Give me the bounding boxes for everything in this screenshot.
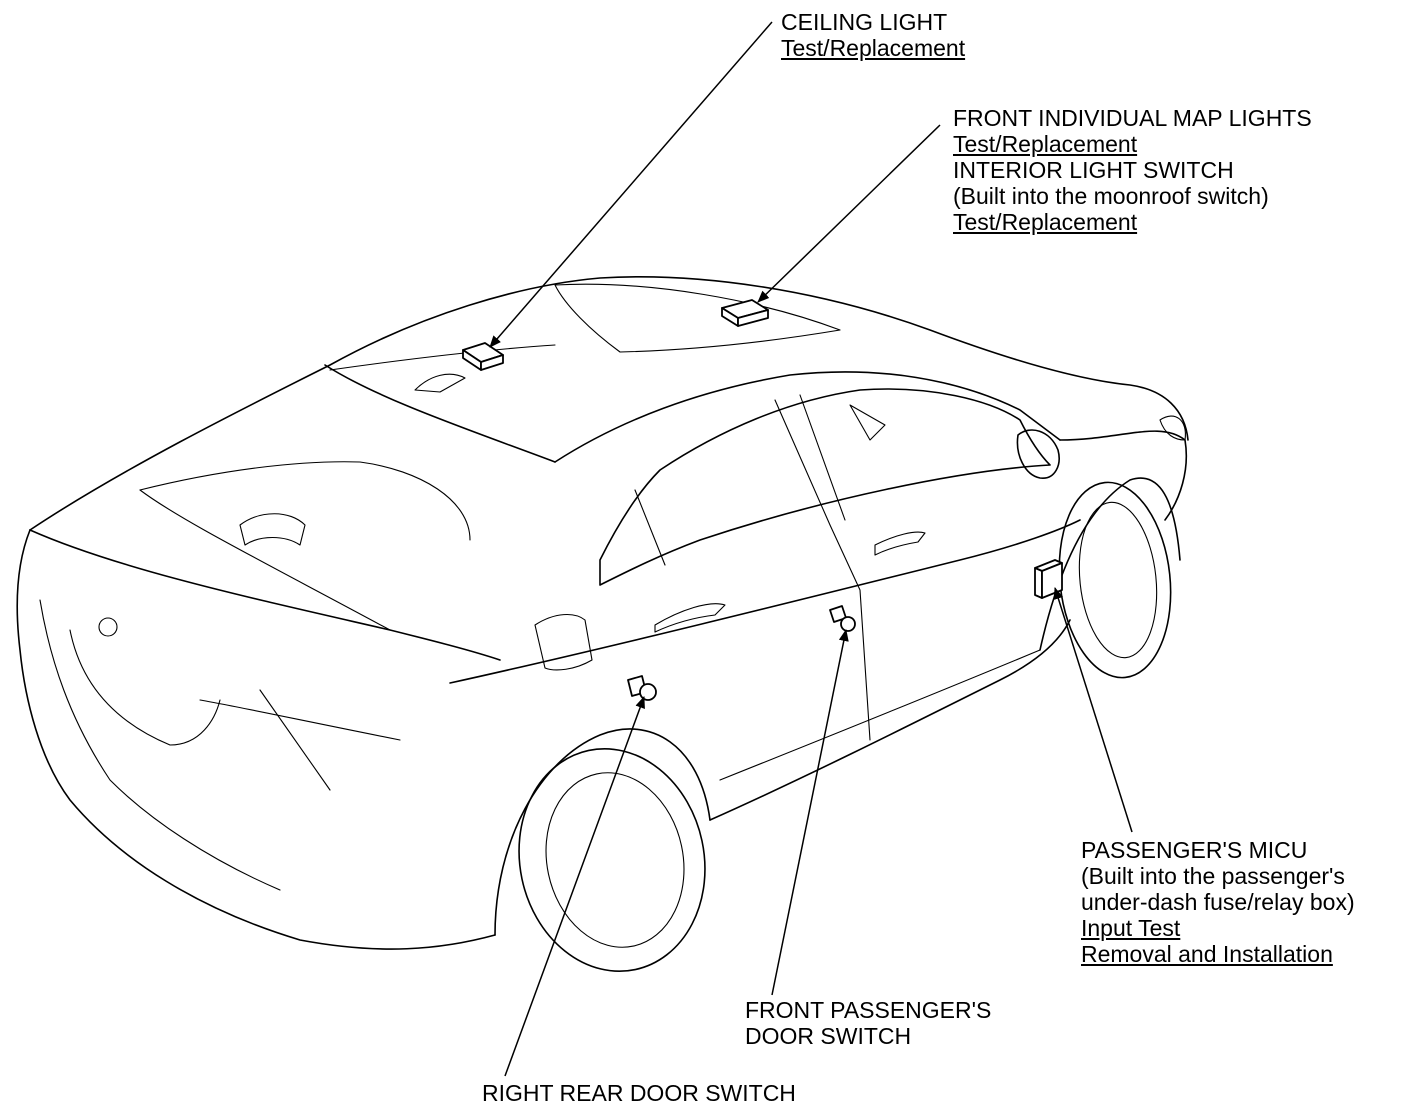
- micu-callout: PASSENGER'S MICU (Built into the passeng…: [1081, 837, 1355, 967]
- micu-input-test-link[interactable]: Input Test: [1081, 915, 1181, 941]
- rear-door-switch-leader: [504, 696, 645, 1077]
- ceiling-light-title: CEILING LIGHT: [781, 9, 948, 35]
- front-map-lights-test-link[interactable]: Test/Replacement: [953, 131, 1138, 157]
- micu-note-line1: (Built into the passenger's: [1081, 863, 1345, 889]
- micu-leader: [1053, 587, 1133, 833]
- front-door-switch-line1: FRONT PASSENGER'S: [745, 997, 992, 1023]
- front-door-switch-callout: FRONT PASSENGER'S DOOR SWITCH: [745, 997, 991, 1049]
- front-map-lights-leader: [757, 124, 941, 303]
- front-map-lights-title: FRONT INDIVIDUAL MAP LIGHTS: [953, 105, 1312, 131]
- rear-door-switch-label: RIGHT REAR DOOR SWITCH: [482, 1080, 796, 1106]
- front-door-switch-marker: [829, 605, 856, 632]
- front-map-lights-callout: FRONT INDIVIDUAL MAP LIGHTS Test/Replace…: [953, 105, 1312, 235]
- front-door-switch-line2: DOOR SWITCH: [745, 1023, 912, 1049]
- ceiling-light-test-link[interactable]: Test/Replacement: [781, 35, 966, 61]
- micu-title: PASSENGER'S MICU: [1081, 837, 1308, 863]
- ceiling-light-marker: [462, 342, 504, 371]
- ceiling-light-leader: [489, 21, 773, 348]
- car-body: [16, 276, 1189, 973]
- interior-light-switch-title: INTERIOR LIGHT SWITCH: [953, 157, 1234, 183]
- interior-light-switch-test-link[interactable]: Test/Replacement: [953, 209, 1138, 235]
- rear-door-switch-marker: [627, 675, 657, 701]
- front-map-lights-marker: [721, 299, 769, 327]
- front-door-switch-leader: [771, 629, 849, 996]
- ceiling-light-callout: CEILING LIGHT Test/Replacement: [781, 9, 965, 61]
- rear-door-switch-callout: RIGHT REAR DOOR SWITCH: [482, 1080, 796, 1106]
- micu-removal-link[interactable]: Removal and Installation: [1081, 941, 1333, 967]
- micu-note-line2: under-dash fuse/relay box): [1081, 889, 1355, 915]
- interior-light-switch-note: (Built into the moonroof switch): [953, 183, 1269, 209]
- micu-marker: [1034, 559, 1063, 599]
